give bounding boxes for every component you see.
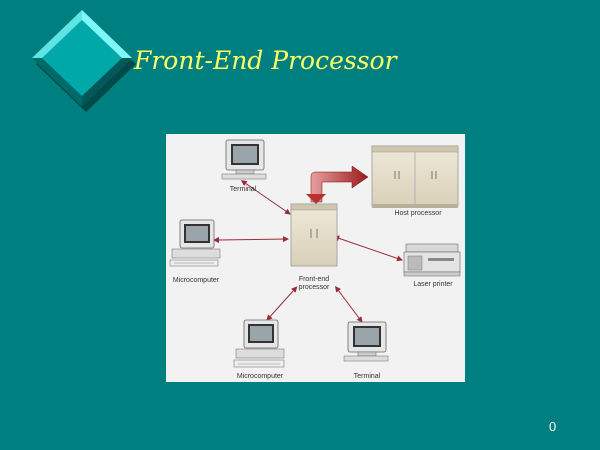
terminal-top-icon <box>221 139 267 180</box>
laser-printer-icon <box>403 243 461 277</box>
host-processor-label: Host processor <box>394 210 442 217</box>
microcomputer-bottom-icon <box>233 319 285 368</box>
slide-title: Front-End Processor <box>134 46 397 75</box>
host-processor-cabinet <box>371 145 459 208</box>
network-diagram: Terminal Host processor Microcomputer Fr… <box>166 134 465 382</box>
link-terminal-top <box>240 180 291 215</box>
micro-bottom-label: Microcomputer <box>236 373 284 380</box>
link-micro-bottom <box>266 286 298 321</box>
slide-number: 0 <box>549 419 557 434</box>
link-printer <box>333 235 403 262</box>
terminal-top-label: Terminal <box>229 186 257 193</box>
link-lines <box>213 180 403 323</box>
terminal-bottom-icon <box>343 321 389 362</box>
link-terminal-bottom <box>335 286 363 323</box>
front-end-label-1: Front-end <box>298 276 330 283</box>
front-end-processor-cabinet <box>290 203 338 267</box>
curved-red-arrow-icon <box>306 165 369 204</box>
front-end-label-2: processor <box>298 284 330 291</box>
diamond-bullet-icon <box>32 10 136 112</box>
terminal-bottom-label: Terminal <box>353 373 381 380</box>
link-micro-left <box>213 236 289 243</box>
microcomputer-left-icon <box>169 219 221 267</box>
printer-label: Laser printer <box>413 281 453 288</box>
micro-left-label: Microcomputer <box>172 277 220 284</box>
